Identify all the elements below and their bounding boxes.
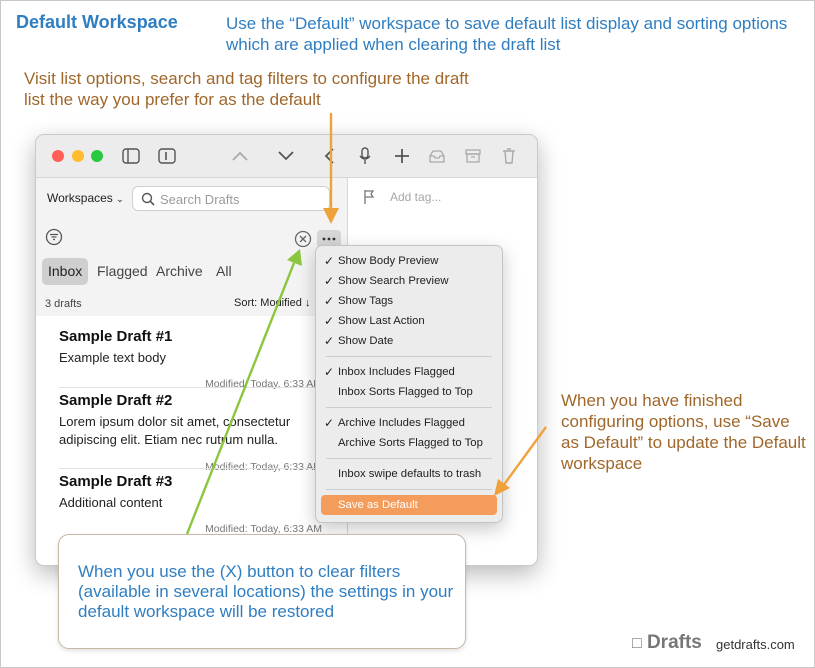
list-toggle-icon[interactable] [156,145,178,167]
menu-item-label: Show Body Preview [338,255,439,267]
draft-title: Sample Draft #2 [59,392,173,409]
clear-filters-callout: When you use the (X) button to clear fil… [58,534,466,649]
drafts-logo-text: Drafts [646,632,702,653]
menu-item-show-last-action[interactable]: ✓Show Last Action [321,311,497,331]
menu-item-inbox-sorts-flagged[interactable]: Inbox Sorts Flagged to Top [321,382,497,402]
menu-item-label: Archive Sorts Flagged to Top [338,437,483,449]
new-draft-icon[interactable] [391,145,413,167]
menu-item-inbox-includes-flagged[interactable]: ✓Inbox Includes Flagged [321,362,497,382]
workspaces-button[interactable]: Workspaces ⌄ [47,191,124,205]
menu-item-label: Archive Includes Flagged [338,417,465,429]
toolbar [36,135,537,178]
checkmark-icon: ✓ [324,314,335,328]
search-icon [141,192,155,206]
save-default-note: When you have finished configuring optio… [561,391,806,473]
draft-body: Lorem ipsum dolor sit amet, consectetur … [59,414,291,447]
inbox-icon[interactable] [426,145,448,167]
checkmark-icon: ✓ [324,254,335,268]
tab-flagged[interactable]: Flagged [97,263,148,279]
draft-list-panel: Workspaces ⌄ Search Drafts Inbox Flagged… [36,178,348,565]
draft-body: Example text body [59,350,166,365]
microphone-icon[interactable] [354,145,376,167]
menu-item-label: Save as Default [338,499,418,511]
add-tag-input[interactable]: Add tag... [390,190,442,204]
footer-url[interactable]: getdrafts.com [716,637,795,652]
menu-item-label: Inbox swipe defaults to trash [338,468,482,480]
sidebar-toggle-icon[interactable] [120,145,142,167]
draft-modified: Modified: Today, 6:33 AM [205,461,322,473]
menu-item-label: Inbox Sorts Flagged to Top [338,386,473,398]
checkmark-icon: ✓ [324,274,335,288]
menu-item-label: Show Last Action [338,315,425,327]
menu-item-label: Show Date [338,335,394,347]
menu-item-label: Inbox Includes Flagged [338,366,455,378]
clear-filters-note: When you use the (X) button to clear fil… [78,562,454,621]
sort-arrow-icon: ↓ [304,297,311,309]
tab-archive[interactable]: Archive [156,263,203,279]
menu-item-label: Show Tags [338,295,394,307]
draft-body: Additional content [59,495,163,510]
drafts-logo-icon: □ [632,635,642,652]
tab-all[interactable]: All [216,263,232,279]
draft-title: Sample Draft #3 [59,473,173,490]
chevron-down-icon[interactable] [275,145,297,167]
intro-text: Use the “Default” workspace to save defa… [226,14,788,54]
trash-icon[interactable] [498,145,520,167]
tag-filter-icon[interactable] [45,228,63,246]
search-placeholder: Search Drafts [160,192,240,207]
menu-item-label: Show Search Preview [338,275,449,287]
menu-item-inbox-swipe-trash[interactable]: Inbox swipe defaults to trash [321,464,497,484]
list-item[interactable]: Sample Draft #1 Example text body Modifi… [59,328,327,390]
visit-options-note: Visit list options, search and tag filte… [24,69,469,109]
menu-separator [326,489,492,490]
draft-modified: Modified: Today, 6:33 AM [205,378,322,390]
menu-separator [326,458,492,459]
close-window-button[interactable] [52,150,64,162]
menu-separator [326,356,492,357]
workspaces-label: Workspaces [47,191,113,205]
menu-separator [326,407,492,408]
menu-item-show-tags[interactable]: ✓Show Tags [321,291,497,311]
menu-item-archive-sorts-flagged[interactable]: Archive Sorts Flagged to Top [321,433,497,453]
clear-filters-icon[interactable] [294,230,312,248]
sort-label: Sort: Modified [234,297,302,309]
menu-item-show-search-preview[interactable]: ✓Show Search Preview [321,271,497,291]
draft-title: Sample Draft #1 [59,328,173,345]
draft-count: 3 drafts [45,298,82,310]
menu-item-archive-includes-flagged[interactable]: ✓Archive Includes Flagged [321,413,497,433]
archive-icon[interactable] [462,145,484,167]
tab-inbox[interactable]: Inbox [42,258,89,285]
flag-icon[interactable] [363,189,375,205]
menu-item-show-date[interactable]: ✓Show Date [321,331,497,351]
list-options-menu: ✓Show Body Preview ✓Show Search Preview … [315,245,503,523]
list-divider [59,468,341,469]
sort-button[interactable]: Sort: Modified ↓ [234,297,310,309]
list-divider [59,387,341,388]
search-input[interactable]: Search Drafts [132,186,330,211]
minimize-window-button[interactable] [72,150,84,162]
chevron-up-icon[interactable] [229,145,251,167]
ellipsis-icon [322,237,336,241]
chevron-left-icon[interactable] [319,145,341,167]
menu-item-show-body-preview[interactable]: ✓Show Body Preview [321,251,497,271]
list-item[interactable]: Sample Draft #3 Additional content Modif… [59,473,327,535]
page-title: Default Workspace [16,12,178,32]
draft-list: Sample Draft #1 Example text body Modifi… [36,316,347,565]
drafts-logo: □ Drafts [632,632,702,654]
chevron-down-icon: ⌄ [116,194,124,204]
zoom-window-button[interactable] [91,150,103,162]
list-options-button[interactable] [317,230,341,248]
checkmark-icon: ✓ [324,365,335,379]
checkmark-icon: ✓ [324,334,335,348]
checkmark-icon: ✓ [324,294,335,308]
checkmark-icon: ✓ [324,416,335,430]
save-as-default-button[interactable]: Save as Default [321,495,497,515]
list-item[interactable]: Sample Draft #2 Lorem ipsum dolor sit am… [59,392,327,473]
